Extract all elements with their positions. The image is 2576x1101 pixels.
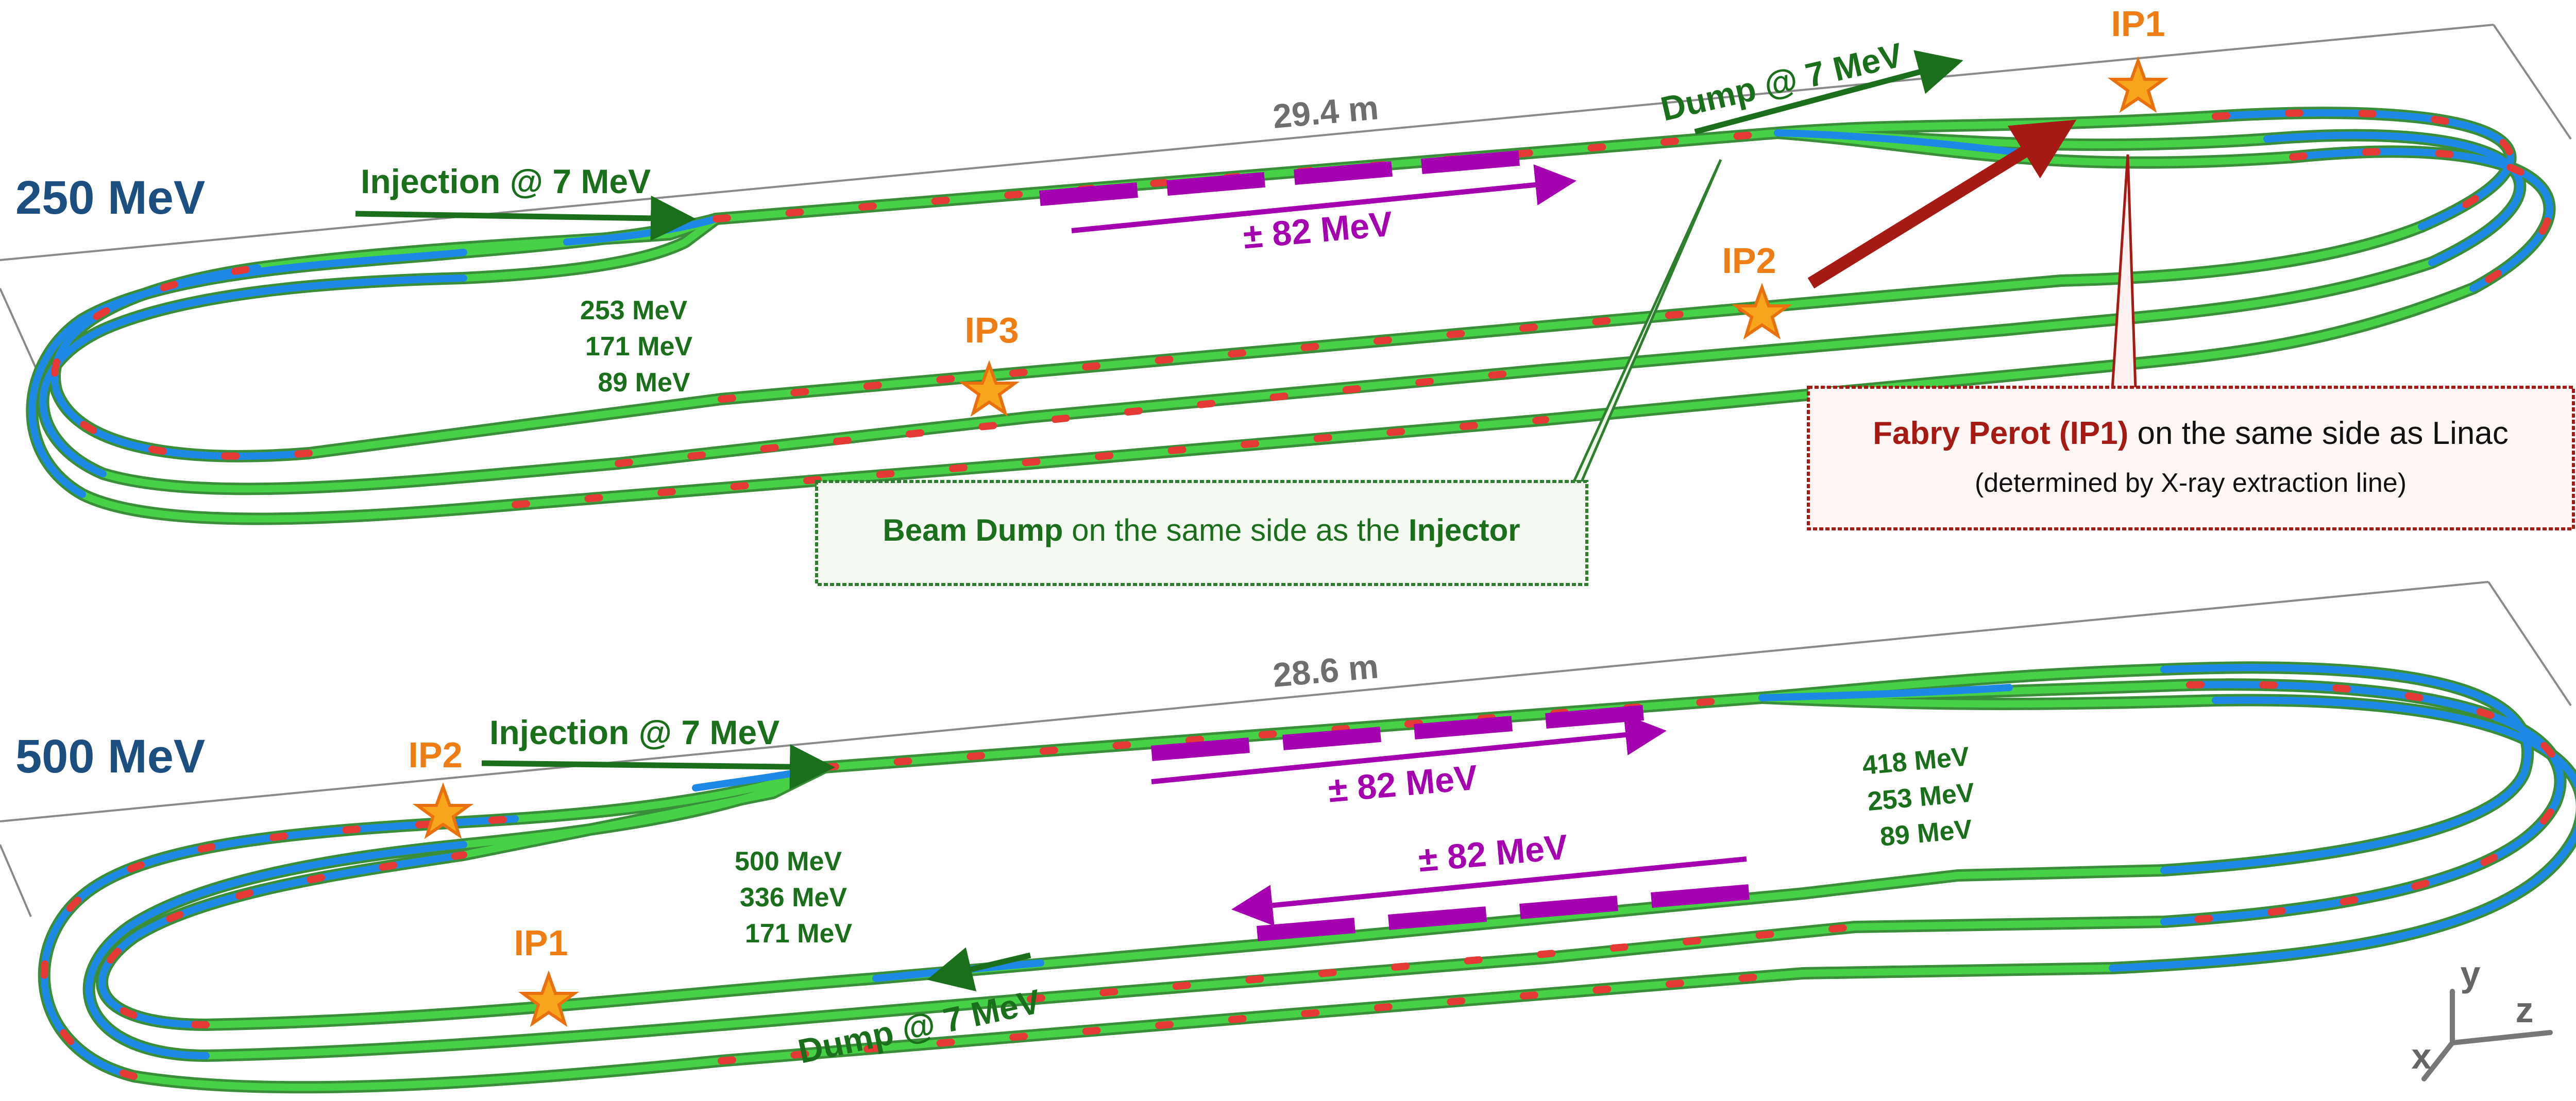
top-ip1: IP1 xyxy=(2111,4,2165,109)
axis-z-label: z xyxy=(2516,990,2534,1030)
bottom-beam-tracks xyxy=(38,661,2576,1094)
top-dump-label: Dump @ 7 MeV xyxy=(1657,36,1906,128)
top-ip1-label: IP1 xyxy=(2111,4,2165,44)
axes-gizmo xyxy=(2421,989,2553,1081)
top-linac-cavities xyxy=(1039,150,1520,207)
bottom-linac-top-arrow xyxy=(1151,714,1667,784)
bottom-energy-label: 500 MeV xyxy=(15,730,205,783)
ip2-star-icon xyxy=(1736,287,1788,336)
bottom-ip2: IP2 xyxy=(408,735,469,835)
bottom-ip1-label: IP1 xyxy=(514,923,568,963)
axis-z-line xyxy=(2450,1030,2553,1045)
axis-x-line xyxy=(2421,1040,2455,1081)
bottom-bounding-outline xyxy=(0,581,2572,917)
top-arc-energy-2: 171 MeV xyxy=(585,332,692,362)
bottom-linac-top-label: ± 82 MeV xyxy=(1327,758,1479,810)
beam-dump-callout: Beam Dump on the same side as the Inject… xyxy=(815,159,1722,586)
fabry-callout-part1: Fabry Perot (IP1) xyxy=(1873,416,2128,451)
top-ip3: IP3 xyxy=(963,310,1019,413)
beam-dump-callout-text: Beam Dump on the same side as the Inject… xyxy=(883,513,1520,547)
top-ip2: IP2 xyxy=(1722,240,1788,336)
bottom-panel: ± 82 MeV ± 82 MeV Injection @ 7 MeV Dump… xyxy=(0,581,2576,1094)
beam-dump-callout-part1: Beam Dump xyxy=(883,513,1063,547)
ip1-star-icon xyxy=(523,975,574,1023)
bottom-blue-arc-right xyxy=(2160,664,2532,874)
bottom-injection-arrow xyxy=(481,744,835,790)
bottom-dump-label: Dump @ 7 MeV xyxy=(795,982,1044,1071)
top-panel: ± 82 MeV Injection @ 7 MeV Dump @ 7 MeV … xyxy=(0,4,2575,586)
bottom-arc-energies-right: 418 MeV 253 MeV 89 MeV xyxy=(1861,742,1976,852)
bottom-ip2-label: IP2 xyxy=(408,735,462,775)
top-ip2-label: IP2 xyxy=(1722,240,1776,281)
bottom-linac-bottom-arrow xyxy=(1231,856,1747,926)
bottom-arc-energies-left: 500 MeV 336 MeV 171 MeV xyxy=(735,847,852,949)
top-length-label: 29.4 m xyxy=(1271,88,1380,135)
fabry-callout-line1: Fabry Perot (IP1) on the same side as Li… xyxy=(1873,416,2509,451)
bottom-ip1: IP1 xyxy=(514,923,574,1023)
top-arc-energy-3: 89 MeV xyxy=(598,368,690,398)
beam-dump-callout-part2: on the same side as the xyxy=(1063,513,1408,547)
bottom-arc-energy-right-2: 253 MeV xyxy=(1866,778,1976,817)
beam-dump-callout-part3: Injector xyxy=(1409,513,1520,547)
top-linac-arrow xyxy=(1071,164,1577,233)
top-arc-energies: 253 MeV 171 MeV 89 MeV xyxy=(580,296,692,398)
top-ip3-label: IP3 xyxy=(964,310,1019,350)
fabry-callout-part2: on the same side as Linac xyxy=(2128,416,2509,451)
ip1-star-icon xyxy=(2112,61,2164,109)
fabry-callout-line2: (determined by X-ray extraction line) xyxy=(1975,468,2406,498)
top-dump-arrow xyxy=(1694,50,1963,135)
fabry-perot-callout: Fabry Perot (IP1) on the same side as Li… xyxy=(1807,154,2575,530)
bottom-arc-energy-left-3: 171 MeV xyxy=(745,919,852,949)
bottom-linac-cavities-top xyxy=(1151,705,1644,761)
top-beam-tracks xyxy=(26,107,2556,525)
top-blue-arc-right xyxy=(2212,109,2514,230)
top-injection-label: Injection @ 7 MeV xyxy=(361,162,651,200)
top-xray-arrow xyxy=(1807,119,2077,289)
top-arc-energy-1: 253 MeV xyxy=(580,296,687,325)
bottom-injection-label: Injection @ 7 MeV xyxy=(489,713,779,751)
bottom-linac-cavities-bottom xyxy=(1257,884,1750,941)
bottom-linac-bottom-label: ± 82 MeV xyxy=(1417,828,1569,880)
bottom-arc-energy-right-1: 418 MeV xyxy=(1861,742,1971,781)
bottom-arc-energy-right-3: 89 MeV xyxy=(1879,814,1974,852)
bottom-dump-arrow xyxy=(927,947,1031,992)
axis-y-label: y xyxy=(2461,954,2481,994)
bottom-arc-energy-left-2: 336 MeV xyxy=(740,883,847,913)
bottom-length-label: 28.6 m xyxy=(1271,647,1380,694)
axis-x-label: x xyxy=(2412,1036,2432,1076)
top-injection-arrow xyxy=(355,195,696,241)
top-energy-label: 250 MeV xyxy=(15,171,205,224)
bottom-arc-energy-left-1: 500 MeV xyxy=(735,847,842,876)
